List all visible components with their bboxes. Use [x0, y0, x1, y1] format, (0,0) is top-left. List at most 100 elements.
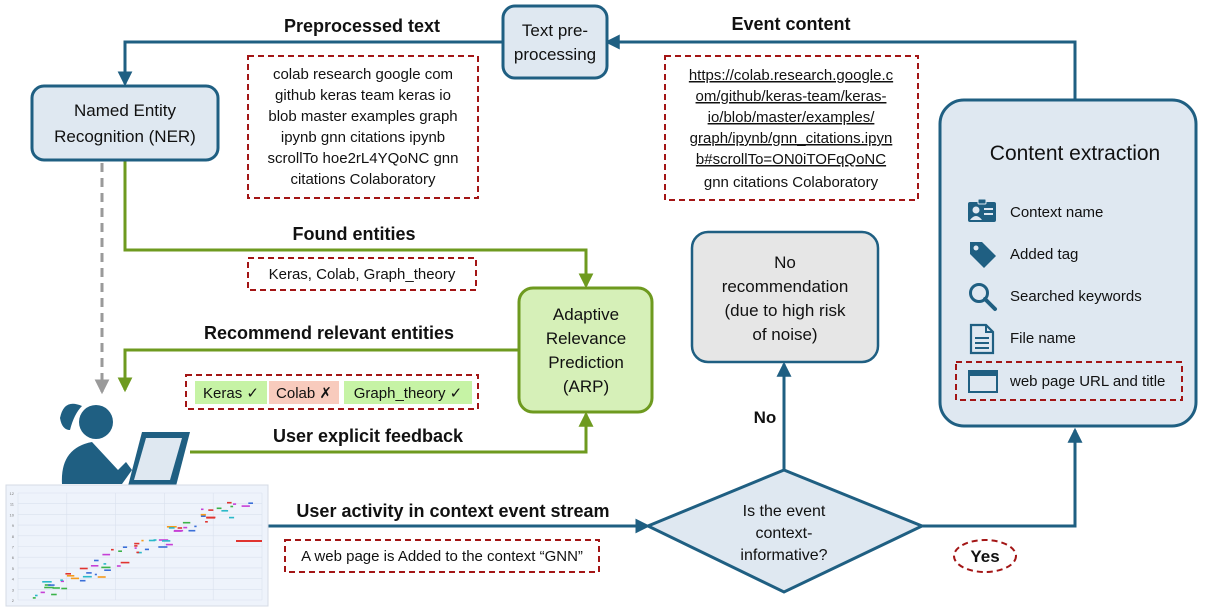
stream-chart-event-mark	[162, 540, 171, 542]
stream-chart-event-mark	[48, 584, 55, 586]
stream-chart-event-mark	[40, 591, 45, 594]
text-preprocessing-line-2: processing	[514, 45, 596, 64]
stream-chart-event-mark	[183, 526, 188, 529]
decision-line-2: context-	[756, 525, 813, 542]
stream-chart-event-mark	[70, 577, 79, 580]
stream-chart-event-mark	[177, 527, 183, 529]
no-rec-line-1: No	[774, 253, 796, 272]
event-url-line[interactable]: io/blob/master/examples/	[708, 109, 876, 126]
stream-chart-event-mark	[32, 597, 36, 599]
stream-chart-event-mark	[122, 546, 128, 548]
stream-chart-tick-label: 12	[10, 491, 15, 496]
yes-ellipse	[953, 539, 1017, 573]
feedback-chip-colab[interactable]: Colab ✗	[276, 385, 332, 402]
decision-line-3: informative?	[740, 547, 827, 564]
stream-chart-tick-label: 8	[12, 534, 15, 539]
stream-chart-event-mark	[165, 543, 173, 546]
stream-chart-event-mark	[104, 569, 111, 571]
stream-chart-event-mark	[86, 572, 92, 574]
file-icon	[969, 323, 995, 355]
stream-chart-event-mark	[42, 581, 52, 583]
extraction-item-label: File name	[1010, 330, 1076, 347]
event-url-line[interactable]: om/github/keras-team/keras-	[696, 88, 887, 105]
stream-chart-tick-label: 3	[12, 587, 15, 592]
stream-chart-event-mark	[134, 547, 137, 549]
stream-chart-event-mark	[134, 545, 138, 547]
stream-chart-event-mark	[101, 566, 111, 569]
stream-chart-event-mark	[116, 565, 121, 567]
no-rec-line-2: recommendation	[722, 277, 849, 296]
stream-chart-event-mark	[241, 505, 250, 507]
stream-chart-event-mark	[90, 565, 99, 567]
stream-chart-event-mark	[144, 548, 149, 551]
no-rec-line-3: (due to high risk	[725, 301, 846, 320]
preprocessed-line: scrollTo hoe2rL4YQoNC gnn	[268, 150, 459, 167]
stream-chart-event-mark	[158, 539, 169, 541]
extraction-item-label: web page URL and title	[1009, 373, 1165, 390]
stream-chart-event-mark	[61, 587, 68, 590]
event-url-line[interactable]: b#scrollTo=ON0iTOFqQoNC	[696, 151, 886, 168]
stream-chart-event-mark	[166, 526, 177, 528]
event-url-line[interactable]: graph/ipynb/gnn_citations.ipyn	[690, 130, 893, 147]
label-no: No	[754, 408, 777, 427]
text-preprocessing-line-1: Text pre-	[522, 21, 588, 40]
feedback-chip-graph-theory[interactable]: Graph_theory ✓	[354, 385, 462, 402]
stream-chart-tick-label: 11	[10, 502, 15, 507]
stream-chart-event-mark	[79, 579, 86, 582]
feedback-chip-keras[interactable]: Keras ✓	[203, 385, 259, 402]
stream-chart-event-mark	[120, 561, 130, 564]
id-card-icon	[968, 198, 996, 222]
stream-chart-event-mark	[230, 505, 234, 508]
stream-chart-event-mark	[227, 501, 232, 504]
event-example-box: A web page is Added to the context “GNN”	[284, 539, 600, 573]
node-decision: Is the event context- informative?	[644, 468, 926, 594]
label-recommend-relevant: Recommend relevant entities	[204, 323, 454, 343]
preprocessed-line: ipynb gnn citations ipynb	[281, 129, 445, 146]
label-preprocessed-text: Preprocessed text	[284, 16, 440, 36]
feedback-chip-keras-bg	[195, 381, 267, 404]
preprocessed-line: github keras team keras io	[275, 87, 451, 104]
arrow-arp-to-user	[117, 348, 519, 393]
stream-chart-event-mark	[136, 551, 140, 554]
stream-chart-tick-label: 10	[10, 512, 15, 517]
event-content-box: https://colab.research.google.c om/githu…	[664, 55, 919, 201]
node-text-preprocessing: Text pre- processing	[501, 4, 609, 80]
stream-chart-event-mark	[60, 580, 64, 583]
feedback-box: Keras ✓ Colab ✗ Graph_theory ✓	[185, 374, 479, 410]
stream-chart-event-mark	[103, 563, 107, 565]
stream-chart-event-mark	[200, 513, 206, 516]
stream-chart-event-mark	[118, 550, 122, 552]
stream-chart-grid	[17, 492, 263, 601]
stream-chart-event-mark	[79, 567, 88, 570]
stream-chart-event-mark	[66, 575, 75, 577]
stream-chart-event-mark	[205, 521, 208, 523]
stream-chart-event-mark	[97, 576, 106, 578]
stream-chart-event-mark	[44, 586, 54, 589]
feedback-chip-colab-bg	[269, 381, 339, 404]
stream-chart-event-mark	[236, 540, 262, 542]
extraction-item-label: Context name	[1010, 204, 1103, 221]
label-found-entities: Found entities	[293, 224, 416, 244]
arrow-ner-to-arp	[123, 160, 594, 289]
stream-chart-marks	[32, 501, 262, 599]
preprocessed-line: colab research google com	[273, 66, 453, 83]
stream-chart-event-mark	[201, 508, 204, 511]
preprocessed-line: blob master examples graph	[268, 108, 457, 125]
arp-line-3: Prediction	[548, 353, 624, 372]
stream-chart-event-mark	[35, 594, 38, 597]
arrow-preprocessing-to-ner	[117, 40, 503, 87]
node-arp: Adaptive Relevance Prediction (ARP)	[517, 286, 654, 414]
node-no-recommendation: No recommendation (due to high risk of n…	[690, 230, 880, 364]
stream-chart-tick-label: 7	[12, 545, 15, 550]
stream-chart-event-mark	[65, 573, 71, 575]
stream-chart-event-mark	[233, 503, 237, 505]
stream-chart-event-mark	[82, 575, 92, 578]
event-example-text: A web page is Added to the context “GNN”	[301, 548, 583, 565]
stream-chart-event-mark	[206, 517, 216, 519]
found-entities-text: Keras, Colab, Graph_theory	[269, 266, 456, 283]
no-rec-line-4: of noise)	[752, 325, 817, 344]
event-url-line[interactable]: https://colab.research.google.c	[689, 67, 894, 84]
